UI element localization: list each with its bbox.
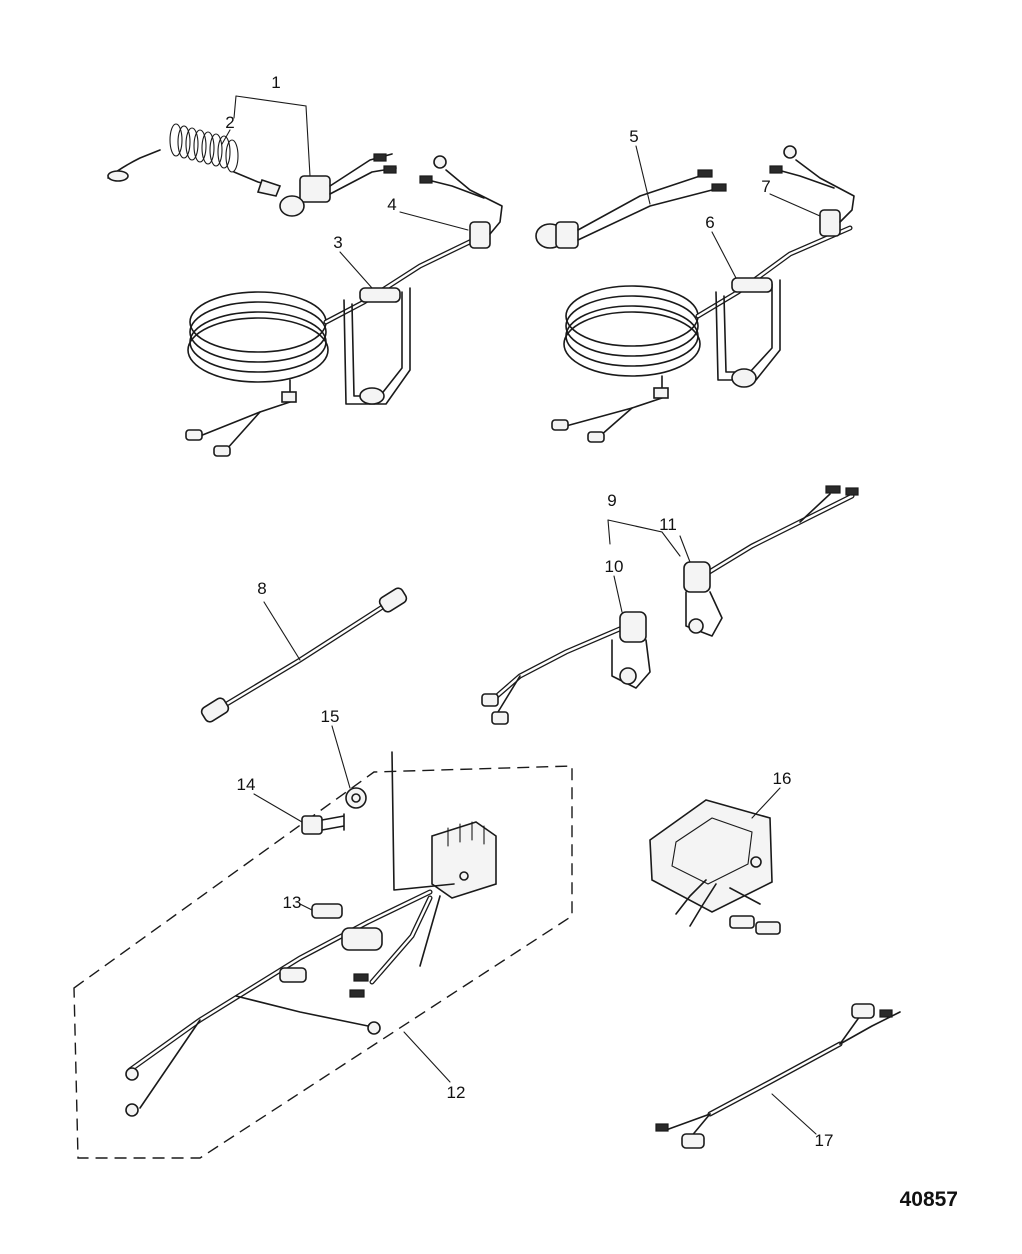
- callout-8: 8: [257, 579, 266, 598]
- callout-2: 2: [225, 113, 234, 132]
- callout-10: 10: [605, 557, 624, 576]
- callout-7: 7: [761, 177, 770, 196]
- screw: [301, 813, 345, 835]
- fuse: [311, 903, 343, 919]
- callout-leaders: [221, 95, 821, 1135]
- callout-5: 5: [629, 127, 638, 146]
- callout-17: 17: [815, 1131, 834, 1150]
- rectifier-kit: [73, 751, 573, 1159]
- figure-number: 40857: [900, 1188, 958, 1211]
- remote-harness-right: [551, 145, 855, 443]
- lanyard-stop-switch-assembly: [107, 123, 397, 217]
- electronic-module: [649, 799, 781, 935]
- jumper-harness: [655, 1003, 901, 1149]
- callout-6: 6: [705, 213, 714, 232]
- callout-1: 1: [271, 73, 280, 92]
- callout-13: 13: [283, 893, 302, 912]
- washer: [345, 787, 367, 809]
- callout-12: 12: [447, 1083, 466, 1102]
- rectifier-block: [431, 821, 497, 899]
- callout-14: 14: [237, 775, 256, 794]
- lanyard-coil: [169, 123, 239, 173]
- callout-11: 11: [659, 515, 677, 534]
- callout-16: 16: [773, 769, 792, 788]
- callout-9: 9: [607, 491, 616, 510]
- callout-15: 15: [321, 707, 340, 726]
- remote-harness-left: [185, 155, 503, 457]
- callout-3: 3: [333, 233, 342, 252]
- switch-assembly: [481, 485, 859, 725]
- callout-labels: 1 2 3 4 5 6 7 8 9 10 11 12 13 14 15 16 1…: [225, 73, 833, 1150]
- callout-4: 4: [387, 195, 396, 214]
- extension-harness: [200, 587, 408, 723]
- stop-switch-harness-right: [535, 169, 727, 249]
